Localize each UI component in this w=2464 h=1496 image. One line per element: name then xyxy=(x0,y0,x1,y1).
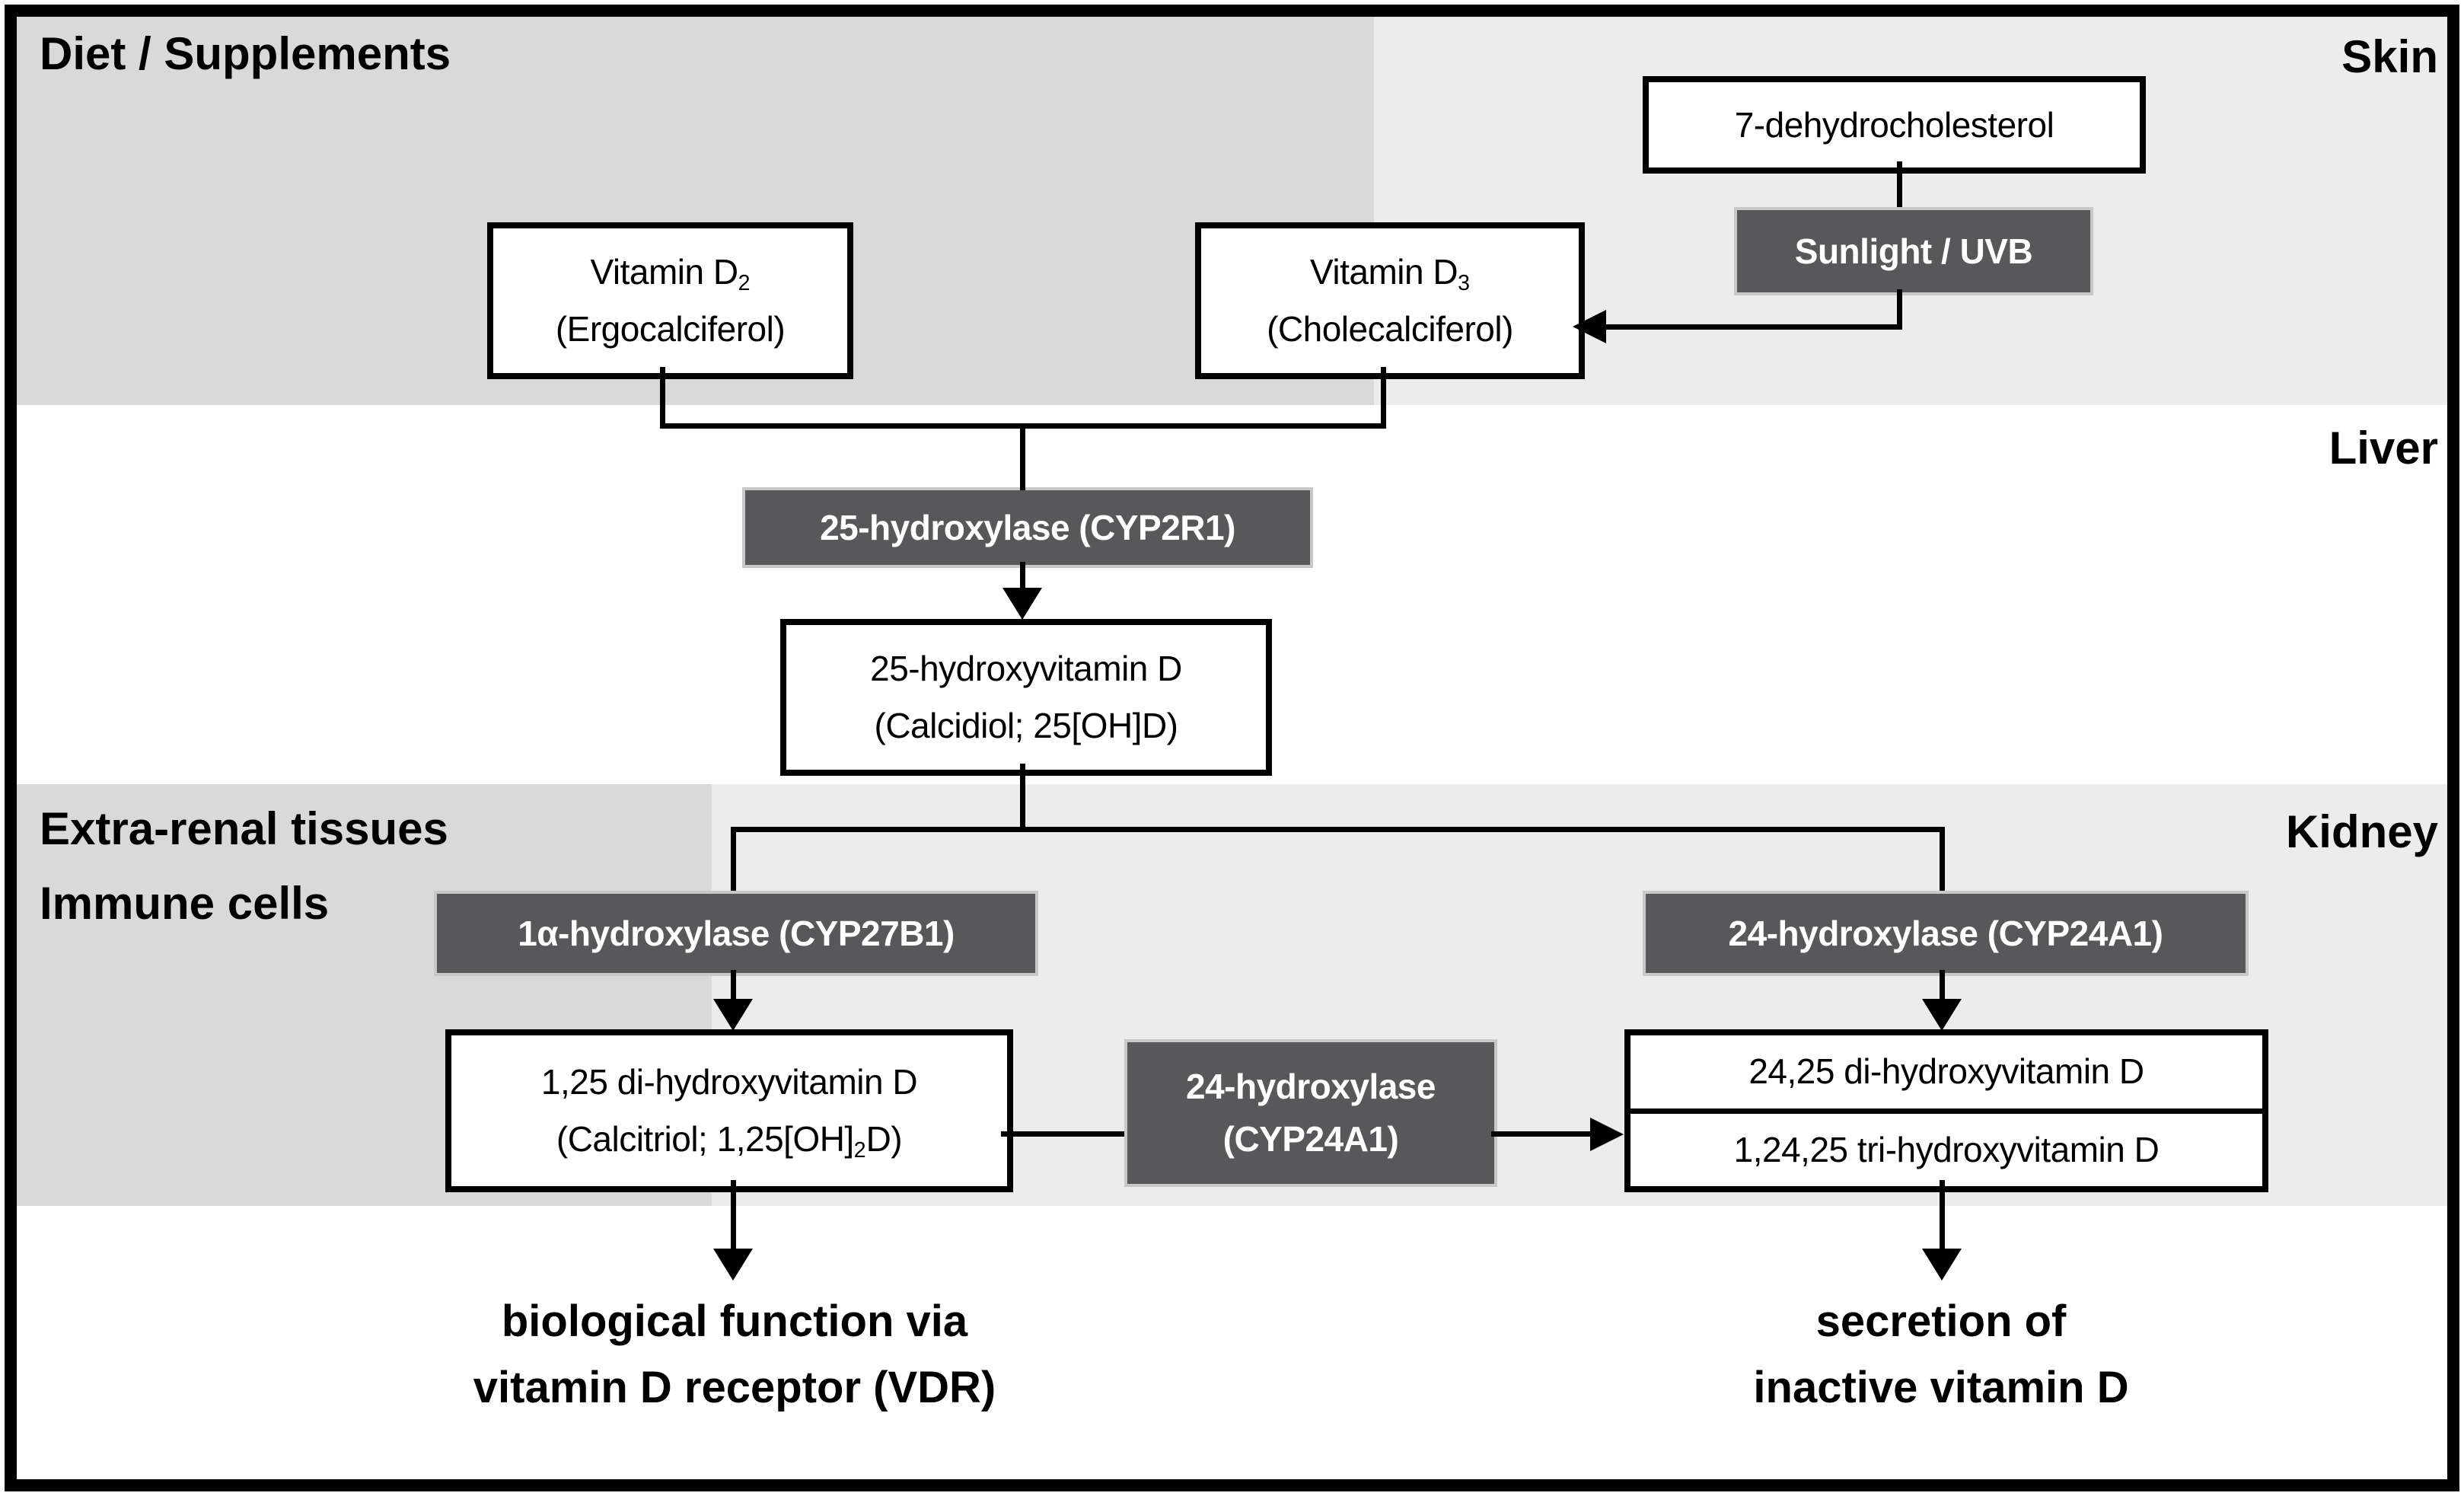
node-label: 24-hydroxylase (CYP24A1) xyxy=(1728,913,2163,953)
connector-d2-down xyxy=(660,367,665,426)
connector-d3-down xyxy=(1381,367,1386,426)
outcome-secretion: secretion of inactive vitamin D xyxy=(1572,1288,2310,1421)
outcome-line2: vitamin D receptor (VDR) xyxy=(473,1363,996,1412)
node-label: 25-hydroxylase (CYP2R1) xyxy=(820,507,1235,547)
node-label-line2: (Calcidiol; 25[OH]D) xyxy=(874,706,1179,745)
node-24-hydroxylase-cyp24a1: 24-hydroxylase (CYP24A1) xyxy=(1643,891,2249,976)
region-label-immune-cells: Immune cells xyxy=(40,878,330,929)
node-inactive-metabolites: 24,25 di-hydroxyvitamin D 1,24,25 tri-hy… xyxy=(1624,1029,2268,1192)
connector-sunlight-down xyxy=(1897,289,1902,330)
node-1-24-25-trihydroxyvitamin-d: 1,24,25 tri-hydroxyvitamin D xyxy=(1733,1129,2160,1169)
outcome-line1: biological function via xyxy=(501,1297,968,1346)
region-label-liver: Liver xyxy=(2329,423,2438,474)
arrowhead-down-icon xyxy=(1002,588,1042,620)
node-label-line1: 25-hydroxyvitamin D xyxy=(870,649,1182,689)
arrow-25h-to-ohd-stem xyxy=(1020,562,1025,592)
node-label-line1: 24-hydroxylase xyxy=(1186,1067,1436,1106)
arrow-1a-to-125-stem xyxy=(731,970,736,1002)
arrowhead-left-icon xyxy=(1573,310,1606,343)
arrowhead-down-icon xyxy=(713,1249,753,1281)
node-1a-hydroxylase-cyp27b1: 1α-hydroxylase (CYP27B1) xyxy=(434,891,1038,976)
arrowhead-right-icon xyxy=(1590,1118,1624,1151)
node-25-hydroxyvitamin-d: 25-hydroxyvitamin D (Calcidiol; 25[OH]D) xyxy=(780,619,1272,776)
connector-125-to-mid xyxy=(1001,1131,1124,1137)
arrow-sunlight-to-d3-stem xyxy=(1602,324,1902,330)
node-vitamin-d2: Vitamin D2 (Ergocalciferol) xyxy=(487,222,853,379)
node-label-line1: Vitamin D3 xyxy=(1310,252,1470,296)
node-label: 7-dehydrocholesterol xyxy=(1734,104,2054,145)
node-25-hydroxylase-cyp2r1: 25-hydroxylase (CYP2R1) xyxy=(742,487,1313,568)
node-label-line1: 1,25 di-hydroxyvitamin D xyxy=(540,1062,918,1102)
region-label-skin: Skin xyxy=(2341,31,2438,82)
arrowhead-down-icon xyxy=(713,999,753,1031)
outcome-line1: secretion of xyxy=(1815,1297,2067,1346)
node-label-line1: Vitamin D2 xyxy=(590,252,751,296)
arrowhead-down-icon xyxy=(1922,1249,1962,1281)
node-label-line2: (CYP24A1) xyxy=(1222,1119,1399,1159)
node-7-dehydrocholesterol: 7-dehydrocholesterol xyxy=(1643,76,2146,174)
arrow-125-to-function-stem xyxy=(731,1180,736,1250)
arrow-mid-to-stack-stem xyxy=(1491,1131,1590,1137)
node-sunlight-uvb: Sunlight / UVB xyxy=(1734,207,2093,295)
connector-branch-horizontal xyxy=(731,827,1945,832)
connector-dhc-to-sunlight xyxy=(1897,161,1902,207)
region-label-diet-supplements: Diet / Supplements xyxy=(40,28,451,79)
node-label: 1α-hydroxylase (CYP27B1) xyxy=(518,913,955,953)
connector-branch-left-down xyxy=(731,827,736,891)
node-24-hydroxylase-cyp24a1-mid: 24-hydroxylase (CYP24A1) xyxy=(1124,1039,1497,1187)
node-label-line2: (Calcitriol; 1,25[OH]2D) xyxy=(556,1118,903,1163)
node-24-25-dihydroxyvitamin-d: 24,25 di-hydroxyvitamin D xyxy=(1630,1035,2262,1114)
node-1-25-dihydroxyvitamin-d: 1,25 di-hydroxyvitamin D (Calcitriol; 1,… xyxy=(445,1029,1013,1192)
outcome-line2: inactive vitamin D xyxy=(1753,1363,2129,1412)
arrowhead-down-icon xyxy=(1922,999,1962,1031)
node-label-line2: (Cholecalciferol) xyxy=(1267,309,1513,349)
region-label-kidney: Kidney xyxy=(2285,806,2438,857)
connector-ohd-down xyxy=(1020,764,1025,830)
connector-branch-right-down xyxy=(1940,827,1945,891)
node-label-line2: (Ergocalciferol) xyxy=(555,309,786,349)
connector-to-25-hydroxylase xyxy=(1020,423,1025,490)
arrow-24h-to-stack-stem xyxy=(1940,970,1945,1002)
region-label-extra-renal: Extra-renal tissues xyxy=(40,803,448,854)
node-label: Sunlight / UVB xyxy=(1794,231,2033,271)
outcome-biological-function: biological function via vitamin D recept… xyxy=(365,1288,1104,1421)
node-vitamin-d3: Vitamin D3 (Cholecalciferol) xyxy=(1195,222,1585,379)
arrow-stack-to-secretion-stem xyxy=(1940,1180,1945,1250)
